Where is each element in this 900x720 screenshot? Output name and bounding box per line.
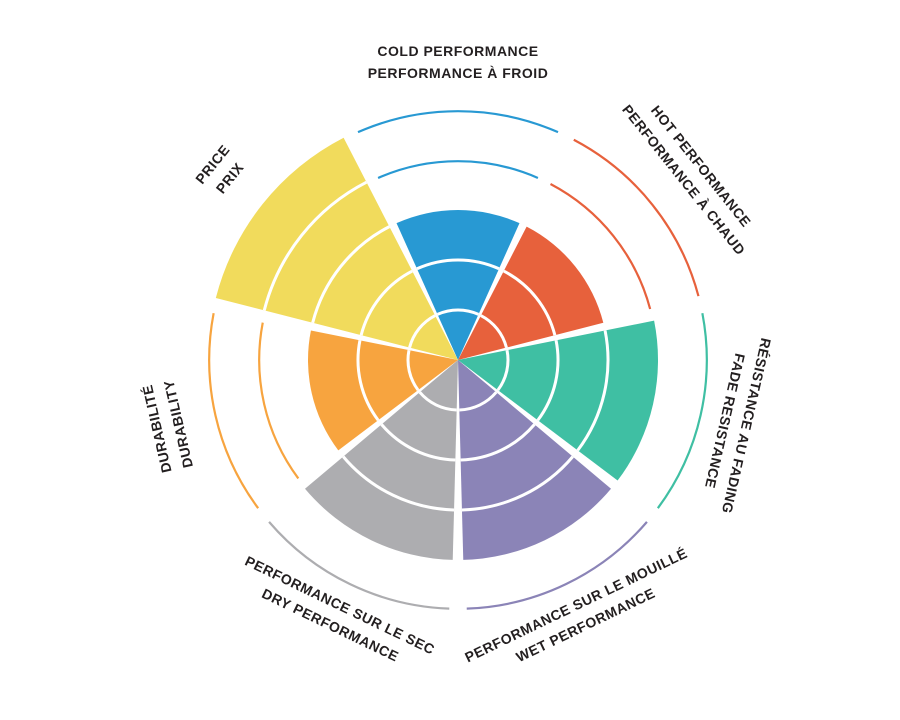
segment-label-line-1-cold-performance: COLD PERFORMANCE: [377, 43, 538, 59]
ring-separator-wet-performance: [461, 455, 574, 512]
ring-separator-fade-resistance: [576, 330, 610, 452]
ring-separator-fade-resistance: [536, 340, 560, 422]
remaining-ring-arc-hot-performance: [573, 138, 700, 297]
score-wedge-price: [215, 137, 458, 360]
ring-separator-hot-performance: [480, 314, 508, 348]
segment-label-line-2-hot-performance: PERFORMANCE À CHAUD: [619, 101, 748, 258]
remaining-ring-arc-wet-performance: [466, 521, 648, 610]
score-wedge-durability: [308, 330, 458, 451]
ring-separator-durability: [356, 340, 380, 422]
remaining-ring-arc-cold-performance: [377, 160, 539, 179]
ring-separator-cold-performance: [436, 308, 480, 316]
ring-separator-durability: [406, 349, 420, 392]
score-wedge-dry-performance: [304, 360, 458, 560]
remaining-ring-arc-durability: [258, 322, 300, 480]
ring-separator-dry-performance: [380, 423, 456, 462]
remaining-ring-arc-durability: [208, 313, 260, 509]
ring-separator-dry-performance: [342, 455, 455, 512]
score-wedge-cold-performance: [396, 209, 520, 360]
ring-separator-price: [262, 180, 368, 311]
ring-separator-dry-performance: [418, 391, 457, 412]
ring-separator-wet-performance: [460, 423, 536, 462]
remaining-ring-arc-hot-performance: [549, 183, 652, 310]
ring-separator-cold-performance: [416, 258, 500, 271]
ring-separator-price: [311, 225, 391, 324]
remaining-ring-arc-fade-resistance: [656, 313, 708, 509]
ring-separator-fade-resistance: [496, 349, 510, 392]
ring-separator-wet-performance: [459, 391, 498, 412]
ring-separator-price: [359, 269, 413, 336]
remaining-ring-arc-dry-performance: [268, 521, 450, 610]
segment-label-cold-performance: COLD PERFORMANCE PERFORMANCE À FROID: [368, 43, 549, 81]
ring-separator-price: [408, 314, 436, 348]
score-wedge-wet-performance: [458, 360, 612, 560]
segment-cold-performance: COLD PERFORMANCE PERFORMANCE À FROID: [357, 43, 559, 360]
ring-separator-hot-performance: [503, 269, 557, 336]
segment-label-line-2-cold-performance: PERFORMANCE À FROID: [368, 65, 549, 81]
remaining-ring-arc-cold-performance: [357, 110, 559, 134]
